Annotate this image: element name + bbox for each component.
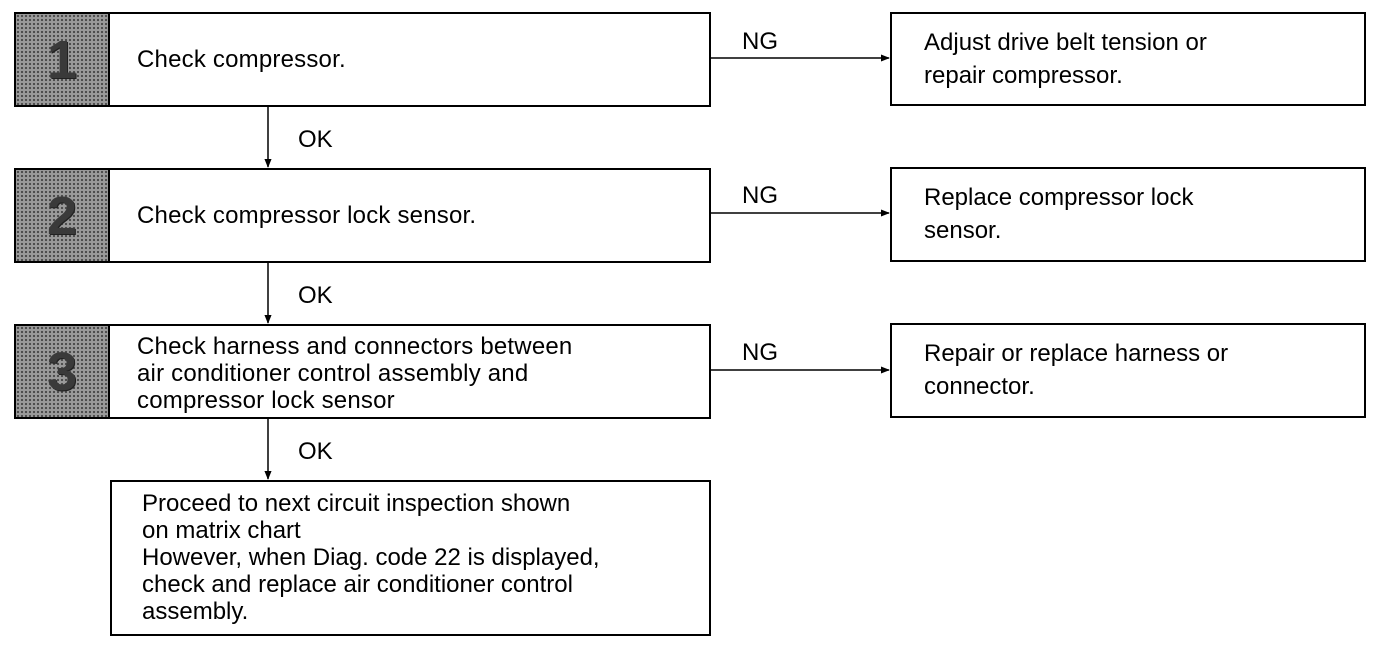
action-2-box: Replace compressor lock sensor.	[890, 167, 1366, 262]
ok-label-2: OK	[298, 282, 333, 309]
step-3-number: 3	[16, 326, 110, 417]
action-1-box: Adjust drive belt tension or repair comp…	[890, 12, 1366, 106]
step-2-number: 2	[16, 170, 110, 261]
step-1-text: Check compressor.	[137, 46, 346, 73]
ng-label-3: NG	[742, 339, 778, 366]
action-1-text: Adjust drive belt tension or repair comp…	[924, 29, 1207, 89]
action-2-text: Replace compressor lock sensor.	[924, 184, 1194, 244]
action-3-text: Repair or replace harness or connector.	[924, 340, 1229, 400]
step-2-box: 2 Check compressor lock sensor.	[14, 168, 711, 263]
step-1-box: 1 Check compressor.	[14, 12, 711, 107]
action-3-box: Repair or replace harness or connector.	[890, 323, 1366, 418]
step-3-text: Check harness and connectors between air…	[137, 333, 573, 414]
ok-label-1: OK	[298, 126, 333, 153]
ok-label-3: OK	[298, 438, 333, 465]
step-3-box: 3 Check harness and connectors between a…	[14, 324, 711, 419]
final-box: Proceed to next circuit inspection shown…	[110, 480, 711, 636]
step-1-number: 1	[16, 14, 110, 105]
step-2-text: Check compressor lock sensor.	[137, 202, 477, 229]
ng-label-2: NG	[742, 182, 778, 209]
ng-label-1: NG	[742, 28, 778, 55]
